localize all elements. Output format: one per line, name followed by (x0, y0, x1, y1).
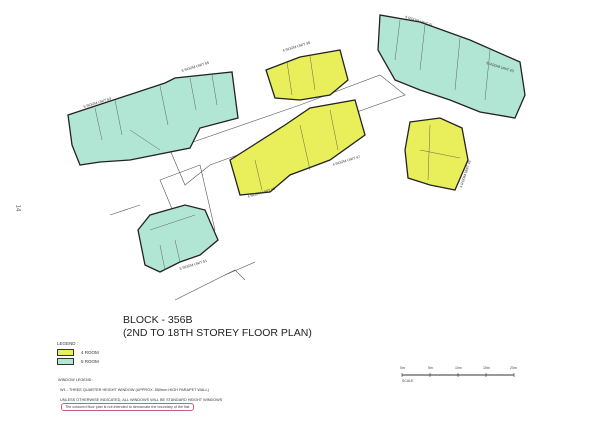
legend-swatch-5room (57, 358, 74, 365)
svg-text:5 ROOM UNIT 41: 5 ROOM UNIT 41 (405, 15, 433, 27)
legend: LEGEND : 4 ROOM 5 ROOM (57, 341, 99, 366)
scale-bar: 0m 5m 10m 15m 20m SCALE (400, 366, 518, 386)
window-legend-heading: WINDOW LEGEND : (58, 378, 94, 382)
svg-text:4 ROOM UNIT 47: 4 ROOM UNIT 47 (332, 155, 360, 167)
unit-type: 5 ROOM (405, 15, 420, 23)
scale-tick: 15m (483, 366, 490, 370)
unit-block-4room-unit45 (404, 117, 469, 191)
scale-tick: 0m (400, 366, 405, 370)
legend-heading: LEGEND : (57, 341, 79, 346)
block-title: BLOCK - 356B (123, 314, 193, 326)
svg-text:5 ROOM UNIT 55: 5 ROOM UNIT 55 (181, 61, 209, 73)
unit-number: UNIT 55 (196, 61, 210, 69)
svg-text:4 ROOM UNIT 45: 4 ROOM UNIT 45 (459, 160, 472, 188)
unit-type: 4 ROOM (459, 174, 467, 189)
unit-block-5room-unit51 (137, 204, 219, 273)
unit-type: 4 ROOM (282, 45, 297, 53)
legend-swatch-4room (57, 349, 74, 356)
legend-label: 5 ROOM (81, 359, 99, 364)
unit-type: 5 ROOM (83, 101, 98, 109)
unit-type: 4 ROOM (332, 159, 347, 167)
svg-text:5 ROOM UNIT 43: 5 ROOM UNIT 43 (486, 61, 514, 73)
window-legend: WINDOW LEGEND : W1 - THREE QUARTER HEIGH… (58, 378, 223, 408)
disclaimer: The coloured floor plan is not intended … (61, 403, 195, 411)
plan-title: BLOCK - 356B (2ND TO 18TH STOREY FLOOR P… (123, 314, 312, 340)
legend-label: 4 ROOM (81, 350, 99, 355)
unit-labels: 5 ROOM UNIT 53 5 ROOM UNIT 55 4 ROOM UNI… (83, 15, 514, 271)
unit-number: UNIT 43 (500, 66, 514, 74)
svg-text:5 ROOM UNIT 53: 5 ROOM UNIT 53 (83, 97, 111, 109)
scale-tick: 5m (428, 366, 433, 370)
scale-tick: 10m (455, 366, 462, 370)
unit-number: UNIT 47 (347, 155, 361, 163)
storey-title: (2ND TO 18TH STOREY FLOOR PLAN) (123, 327, 312, 339)
svg-text:4 ROOM UNIT 49: 4 ROOM UNIT 49 (247, 187, 275, 199)
unit-type: 5 ROOM (179, 263, 194, 271)
unit-number: UNIT 53 (98, 97, 112, 105)
unit-type: 5 ROOM (486, 61, 501, 69)
unit-type: 4 ROOM (247, 191, 262, 199)
unit-number: UNIT 39 (297, 41, 311, 49)
scale-label: SCALE (402, 379, 414, 383)
unit-block-4room-middle (229, 99, 366, 196)
svg-text:4 ROOM UNIT 39: 4 ROOM UNIT 39 (282, 41, 310, 53)
legend-item-4room: 4 ROOM (57, 348, 99, 357)
unit-block-5room-topright (377, 14, 526, 119)
unit-number: UNIT 45 (464, 160, 472, 174)
unit-number: UNIT 51 (194, 259, 208, 267)
window-legend-w1: W1 - THREE QUARTER HEIGHT WINDOW (APPROX… (60, 388, 209, 392)
window-legend-note: UNLESS OTHERWISE INDICATED, ALL WINDOWS … (60, 398, 223, 402)
unit-block-5room-topleft (67, 71, 239, 166)
scale-tick: 20m (510, 366, 517, 370)
unit-type: 5 ROOM (181, 65, 196, 73)
svg-text:5 ROOM UNIT 51: 5 ROOM UNIT 51 (179, 259, 207, 271)
legend-item-5room: 5 ROOM (57, 357, 99, 366)
unit-number: UNIT 41 (419, 20, 433, 28)
unit-number: UNIT 49 (262, 187, 276, 195)
unit-block-4room-unit39 (265, 49, 349, 101)
